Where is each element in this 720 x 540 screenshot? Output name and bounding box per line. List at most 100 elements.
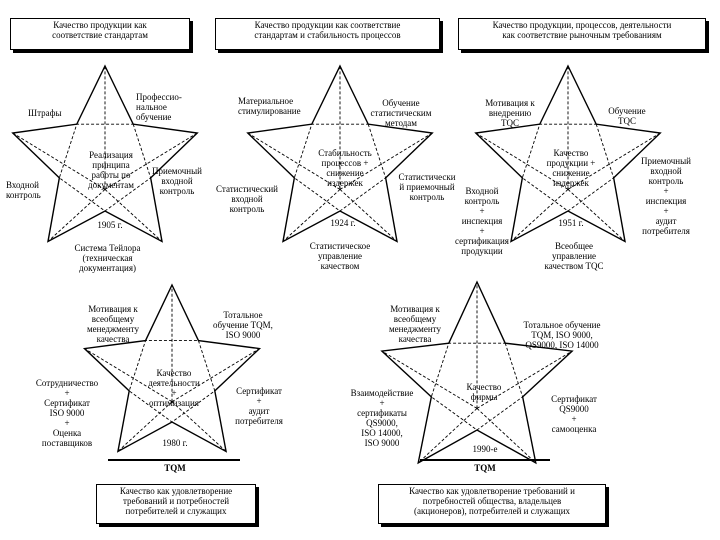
star3-obuch-line-2: TQC <box>618 116 636 126</box>
star3-right-line-8: потребителя <box>642 226 690 236</box>
star1-label-input-control: Входной контроль <box>6 180 41 200</box>
star-3-spoke-4 <box>510 189 569 242</box>
bottom-box-2-line-3: (акционеров), потребителей и служащих <box>413 506 571 516</box>
star4-obuch-line-2: обучение TQM, <box>213 320 273 330</box>
star1-accept-line-3: контроль <box>159 186 195 196</box>
star4-center-line-3: + <box>171 388 177 398</box>
bottom-box-1-line-3: потребителей и служащих <box>125 506 227 516</box>
bottom-box-1-line-1: Качество как удовлетворение <box>119 486 233 496</box>
star3-right-line-6: + <box>663 206 669 216</box>
star1-bottom-line-3: документация) <box>78 263 137 273</box>
star2-statright-line-2: й приемочный <box>399 182 455 192</box>
star4-motiv-line-2: всеобщему <box>91 314 135 324</box>
star2-label-stat-input-control: Статистический входной контроль <box>203 184 291 214</box>
star-5-spoke-2 <box>476 350 573 409</box>
star5-label-right-stack: Сертификат QS9000 + самооценка <box>536 394 612 434</box>
top-box-2: Качество продукции как соответствие стан… <box>215 18 440 50</box>
star2-mater-line-1: Материальное <box>238 96 294 106</box>
bottom-box-2-line-2: потребностей общества, владельцев <box>422 496 562 506</box>
star5-right-line-4: самооценка <box>551 424 597 434</box>
star1-accept-line-2: входной <box>161 176 193 186</box>
star4-year: 1980 г. <box>162 438 188 448</box>
star3-left-line-3: + <box>479 206 485 216</box>
star3-bottom-text: Всеобщее управление качеством TQC <box>526 241 622 271</box>
star5-bottom-rule <box>420 459 550 461</box>
star5-left-line-6: ISO 9000 <box>364 438 400 448</box>
star3-motiv-line-3: TQC <box>501 118 519 128</box>
star4-right-line-2: + <box>256 396 262 406</box>
star5-year: 1990-е <box>472 444 498 454</box>
star1-center-text: Реализация принципа работы по документам <box>70 150 152 190</box>
bottom-box-1-line-2: требований и потребностей <box>122 496 230 506</box>
star3-right-line-5: инспекция <box>645 196 687 206</box>
star-2-spoke-4 <box>282 189 341 242</box>
star5-left-line-1: Взаимодействие <box>350 388 414 398</box>
star4-label-right-stack: Сертификат + аудит потребителя <box>222 386 296 426</box>
star2-center-line-4: издержек <box>327 178 363 188</box>
star4-motiv-line-1: Мотивация к <box>88 304 138 314</box>
star4-label-left-stack: Сотрудничество + Сертификат ISO 9000 + О… <box>22 378 112 448</box>
star3-center-line-4: издержек <box>553 178 589 188</box>
star2-year: 1924 г. <box>330 218 356 228</box>
star-3-inner-pentagon <box>521 123 615 212</box>
star4-center-text: Качество деятельности + оптимизация <box>130 368 218 408</box>
star3-left-line-7: продукции <box>461 246 503 256</box>
star2-center-text: Стабильность процессов + снижение издерж… <box>300 148 390 188</box>
star3-label-tqc-training: Обучение TQC <box>592 106 662 126</box>
star3-label-left-stack: Входной контроль + инспекция + сертифика… <box>442 186 522 256</box>
star-1-inner-pentagon <box>58 123 152 212</box>
top-box-3-line-1: Качество продукции, процессов, деятельно… <box>492 20 672 30</box>
star5-motiv-line-1: Мотивация к <box>390 304 440 314</box>
star-3-spoke-2 <box>567 132 661 190</box>
star5-left-line-5: ISO 14000, <box>361 428 403 438</box>
star5-right-line-3: + <box>571 414 577 424</box>
star2-obuch-line-2: статистическим <box>370 108 432 118</box>
star5-center-line-2: фирмы <box>470 392 498 402</box>
star4-obuch-line-3: ISO 9000 <box>225 330 261 340</box>
star3-left-line-5: + <box>479 226 485 236</box>
star1-label-acceptance-control: Приемочный входной контроль <box>152 166 202 196</box>
star3-right-line-7: аудит <box>655 216 677 226</box>
star1-input-line-1: Входной <box>6 180 39 190</box>
star3-label-motivation: Мотивация к внедрению TQC <box>470 98 550 128</box>
star3-center-line-3: снижение <box>552 168 590 178</box>
star3-left-line-1: Входной <box>465 186 499 196</box>
star-4-spoke-5 <box>84 348 173 403</box>
star2-statleft-line-1: Статистический <box>216 184 278 194</box>
star-5-inner-pentagon <box>430 342 524 431</box>
star4-center-line-2: деятельности <box>148 378 200 388</box>
star3-left-line-6: сертификация <box>455 236 509 246</box>
star2-center-line-1: Стабильность <box>318 148 372 158</box>
star5-bottom-label: TQM <box>474 463 496 473</box>
star4-left-line-7: поставщиков <box>41 438 93 448</box>
star1-fines-line: Штрафы <box>28 108 62 118</box>
star-4-spoke-4 <box>117 401 173 452</box>
star-5-spoke-5 <box>381 350 478 409</box>
star4-left-line-6: Оценка <box>52 428 82 438</box>
star3-obuch-line-1: Обучение <box>608 106 646 116</box>
star2-label-material-incentive: Материальное стимулирование <box>238 96 301 116</box>
star3-center-line-2: продукции + <box>546 158 596 168</box>
star1-center-line-2: принципа <box>92 160 130 170</box>
star1-bottom-line-1: Система Тейлора <box>74 243 141 253</box>
star5-center-text: Качество фирмы <box>446 382 522 402</box>
star2-statleft-line-2: входной <box>231 194 263 204</box>
star2-label-stat-acceptance-control: Статистически й приемочный контроль <box>386 172 468 202</box>
bottom-box-2: Качество как удовлетворение требований и… <box>378 484 606 524</box>
star-1-spoke-2 <box>104 132 198 190</box>
bottom-box-2-line-1: Качество как удовлетворение требований и <box>409 486 575 496</box>
star3-right-line-4: + <box>663 186 669 196</box>
star-1-spoke-3 <box>104 189 163 242</box>
star2-statright-line-3: контроль <box>409 192 445 202</box>
star2-mater-line-2: стимулирование <box>238 106 301 116</box>
star5-motiv-line-2: всеобщему <box>393 314 437 324</box>
star1-prof-line-2: нальное <box>136 102 167 112</box>
star3-motiv-line-1: Мотивация к <box>485 98 535 108</box>
star2-label-stat-training: Обучение статистическим методам <box>362 98 440 128</box>
star-4-inner-pentagon <box>128 340 216 423</box>
star3-bottom-line-3: качеством TQC <box>544 261 604 271</box>
star4-left-line-3: Сертификат <box>44 398 90 408</box>
star-1-spoke-4 <box>47 189 106 242</box>
